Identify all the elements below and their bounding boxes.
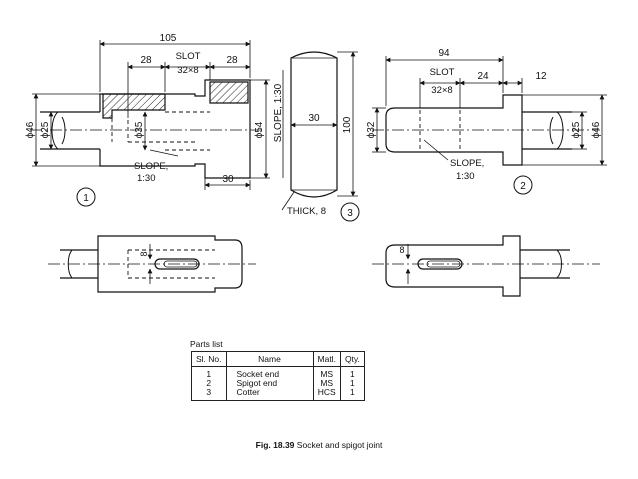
label-socket-slope-ratio: 1:30 (137, 173, 156, 184)
dim-socket-left: 28 (140, 55, 152, 66)
label-spigot-slope: SLOPE, (450, 158, 484, 169)
label-socket-slope: SLOPE, (134, 161, 168, 172)
figure-title: Socket and spigot joint (296, 440, 383, 450)
cotter-dimension-lines (281, 51, 358, 211)
part-callout-1: 1 (76, 187, 96, 207)
cell-no: 3 (191, 388, 227, 401)
dim-socket-dia-54: ϕ54 (254, 121, 265, 138)
header-sl-no: Sl. No. (191, 351, 227, 367)
spigot-end-elevation (372, 94, 600, 166)
cell-qty: 1 (339, 366, 365, 379)
callout-label-3: 3 (347, 208, 353, 219)
cell-matl: MS (312, 366, 341, 379)
dim-spigot-plan-8: 8 (399, 245, 404, 255)
figure-number: Fig. 18.39 (255, 440, 295, 450)
cell-qty: 1 (339, 379, 365, 388)
table-row: 3 Cotter HCS 1 (191, 388, 365, 401)
header-matl: Matl. (312, 351, 341, 367)
dim-socket-dia-inner: ϕ25 (40, 121, 51, 138)
label-spigot-slot-size: 32×8 (431, 85, 452, 96)
dim-socket-length: 105 (160, 33, 177, 44)
label-cotter-thick: THICK, 8 (287, 206, 326, 217)
spigot-end-plan (372, 235, 600, 297)
callout-label-1: 1 (83, 193, 89, 204)
dim-spigot-24: 24 (477, 71, 489, 82)
label-spigot-slope-ratio: 1:30 (456, 171, 475, 182)
label-socket-slot: SLOT (176, 51, 201, 62)
dim-spigot-length: 94 (438, 48, 450, 59)
dim-socket-dia-35: ϕ35 (134, 121, 145, 138)
cell-name: Cotter (225, 388, 314, 401)
socket-dimension-texts: 105 28 SLOT 32×8 28 ϕ46 ϕ25 ϕ35 ϕ54 30 S… (25, 33, 265, 185)
label-spigot-slot: SLOT (430, 67, 455, 78)
dim-spigot-dia-46: ϕ46 (591, 121, 602, 138)
header-qty: Qty. (339, 351, 365, 367)
header-name: Name (225, 351, 314, 367)
dim-cotter-width: 30 (308, 113, 320, 124)
dim-spigot-dia-25: ϕ25 (571, 121, 582, 138)
dim-socket-right: 28 (226, 55, 238, 66)
dim-socket-plan-8: 8 (139, 251, 149, 256)
spigot-dimension-lines (372, 56, 607, 166)
dim-cotter-length: 100 (342, 116, 353, 133)
dim-socket-dia-outer: ϕ46 (25, 121, 36, 138)
socket-end-plan (48, 235, 256, 293)
part-callout-2: 2 (513, 175, 533, 195)
cell-matl: MS (312, 379, 341, 388)
dim-spigot-12: 12 (535, 71, 547, 82)
callout-label-2: 2 (520, 181, 526, 192)
socket-dimension-lines (32, 40, 270, 190)
cell-qty: 1 (339, 388, 365, 401)
label-cotter-slope: SLOPE, 1:30 (273, 83, 284, 142)
figure-caption: Fig. 18.39 Socket and spigot joint (0, 440, 638, 450)
cotter-elevation (290, 51, 338, 198)
spigot-dimension-texts: 94 SLOT 32×8 24 12 ϕ32 ϕ25 ϕ46 SLOPE, 1:… (366, 48, 602, 182)
parts-list-header-row: Sl. No. Name Matl. Qty. (191, 351, 365, 367)
cell-matl: HCS (312, 388, 341, 401)
parts-list-table: Sl. No. Name Matl. Qty. 1 Socket end MS … (191, 351, 365, 401)
table-row: 2 Spigot end MS 1 (191, 379, 365, 388)
parts-list-caption: Parts list (190, 339, 223, 349)
dim-socket-collar: 30 (222, 174, 234, 185)
table-row: 1 Socket end MS 1 (191, 366, 365, 379)
part-callout-3: 3 (340, 202, 360, 222)
dim-spigot-dia-32: ϕ32 (366, 121, 377, 138)
label-socket-slot-size: 32×8 (177, 65, 198, 76)
cotter-dimension-texts: SLOPE, 1:30 30 100 THICK, 8 (273, 83, 353, 217)
